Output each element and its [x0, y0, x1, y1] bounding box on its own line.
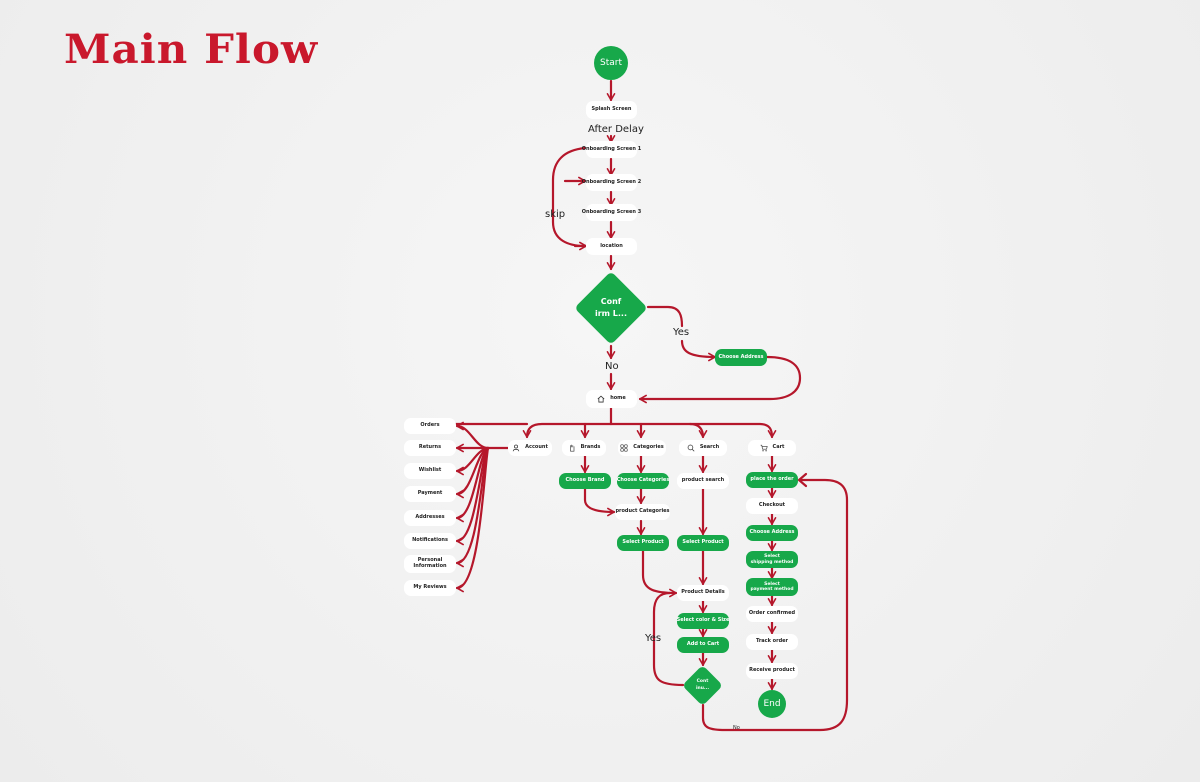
label-confirm-no: No	[605, 361, 619, 372]
node-brands-label: Brands	[580, 444, 601, 451]
user-icon	[512, 444, 520, 452]
label-after-delay: After Delay	[588, 124, 644, 135]
node-onboarding-1: Onboarding Screen 1	[582, 141, 641, 158]
node-account: Account	[508, 440, 552, 456]
edge-bus-search	[609, 422, 708, 439]
node-product-details: Product Details	[677, 585, 729, 601]
label-continue-no: No	[733, 725, 740, 731]
node-splash-screen: Splash Screen	[586, 101, 637, 119]
node-home-label: home	[610, 395, 626, 402]
node-returns: Returns	[404, 440, 456, 456]
label-continue-yes: Yes	[645, 633, 662, 644]
edge-fan-orders	[455, 421, 490, 450]
node-choose-categories: Choose Categories	[617, 473, 669, 489]
house-icon	[597, 395, 605, 403]
edge-continue-yes	[652, 591, 685, 687]
node-select-color-size: Select color & Size	[677, 613, 729, 629]
node-addresses: Addresses	[404, 510, 456, 526]
page-title: Main Flow	[64, 26, 319, 73]
node-choose-address-top: Choose Address	[715, 349, 767, 366]
node-place-order: place the order	[746, 472, 798, 488]
node-start: Start	[594, 46, 628, 80]
hand-icon	[569, 444, 574, 452]
node-confirm-label: Conf irm L...	[594, 297, 628, 318]
node-receive-product: Receive product	[746, 663, 798, 679]
node-checkout: Checkout	[746, 498, 798, 514]
node-select-product-2: Select Product	[677, 535, 729, 551]
node-onboarding-2: Onboarding Screen 2	[582, 174, 641, 191]
node-categories: Categories	[618, 440, 666, 456]
node-choose-address-cart: Choose Address	[746, 525, 798, 541]
node-cart: Cart	[748, 440, 796, 456]
node-notifications: Notifications	[404, 533, 456, 549]
node-end: End	[758, 690, 786, 718]
edge-yes-choose-address	[680, 339, 717, 362]
search-icon	[687, 444, 695, 452]
node-home: home	[586, 390, 637, 408]
label-skip: skip	[545, 209, 566, 220]
edge-continue-no	[701, 478, 849, 732]
node-wishlist: Wishlist	[404, 463, 456, 479]
edge-skip-loop	[551, 146, 587, 248]
node-product-categories: product Categories	[615, 504, 670, 520]
edge-fan-reviews	[455, 446, 490, 593]
edge-confirm-yes	[646, 305, 684, 328]
node-personal-information: Personal Information	[404, 555, 456, 573]
node-cart-label: Cart	[772, 444, 785, 451]
label-confirm-yes: Yes	[673, 327, 690, 338]
node-my-reviews: My Reviews	[404, 580, 456, 596]
edge-choosebrand-prodcat	[583, 487, 616, 517]
node-account-label: Account	[525, 444, 548, 451]
grid-icon	[620, 444, 628, 452]
node-continue-label: Cont inu...	[695, 678, 710, 691]
node-choose-brand: Choose Brand	[559, 473, 611, 489]
node-location: location	[586, 238, 637, 255]
edge-bus-cart	[688, 422, 777, 439]
node-categories-label: Categories	[633, 444, 664, 451]
node-brands: Brands	[562, 440, 606, 456]
node-search-label: Search	[699, 444, 720, 451]
node-payment: Payment	[404, 486, 456, 502]
node-track-order: Track order	[746, 634, 798, 650]
node-order-confirmed: Order confirmed	[746, 606, 798, 622]
edge-selectprod1-details	[641, 549, 678, 598]
node-select-payment: Select payment method	[746, 578, 798, 596]
node-onboarding-3: Onboarding Screen 3	[582, 204, 641, 221]
node-orders: Orders	[404, 418, 456, 434]
node-add-to-cart: Add to Cart	[677, 637, 729, 653]
node-search: Search	[679, 440, 727, 456]
edge-bus-account	[522, 422, 613, 439]
node-product-search: product search	[677, 473, 729, 489]
edge-fan-addresses	[455, 446, 490, 523]
cart-icon	[760, 444, 768, 452]
edge-choose-address-home	[638, 355, 802, 404]
node-select-product-1: Select Product	[617, 535, 669, 551]
edge-no-arrowhead	[797, 472, 808, 488]
node-select-shipping: Select shipping method	[746, 551, 798, 568]
